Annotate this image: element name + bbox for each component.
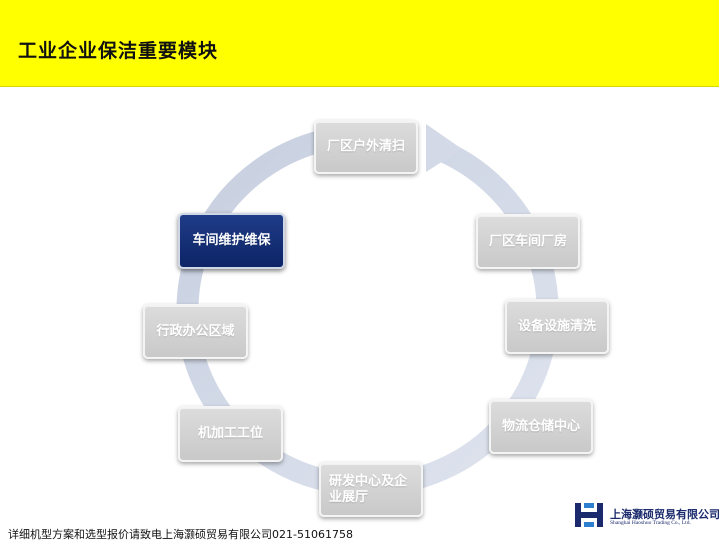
node-logistics-warehouse: 物流仓储中心 (489, 399, 593, 454)
company-name-cn: 上海灏硕贸易有限公司 (610, 508, 719, 521)
node-rnd-showroom: 研发中心及企业展厅 (319, 462, 423, 517)
node-equipment-cleaning: 设备设施清洗 (505, 299, 609, 354)
page-title: 工业企业保洁重要模块 (18, 40, 219, 62)
node-machining-station: 机加工工位 (178, 406, 283, 462)
contact-footer: 详细机型方案和选型报价请致电上海灏硕贸易有限公司021-51061758 (8, 528, 353, 541)
node-outdoor-cleaning: 厂区户外清扫 (314, 120, 418, 174)
title-banner: 工业企业保洁重要模块 (0, 0, 719, 87)
company-logo-icon (574, 500, 604, 530)
node-workshop-plant: 厂区车间厂房 (476, 214, 580, 269)
company-name-en: Shanghai Haoshuo Trading Co., Ltd. (610, 520, 691, 526)
node-workshop-maintenance: 车间维护维保 (178, 213, 285, 269)
node-admin-office: 行政办公区域 (143, 304, 248, 359)
